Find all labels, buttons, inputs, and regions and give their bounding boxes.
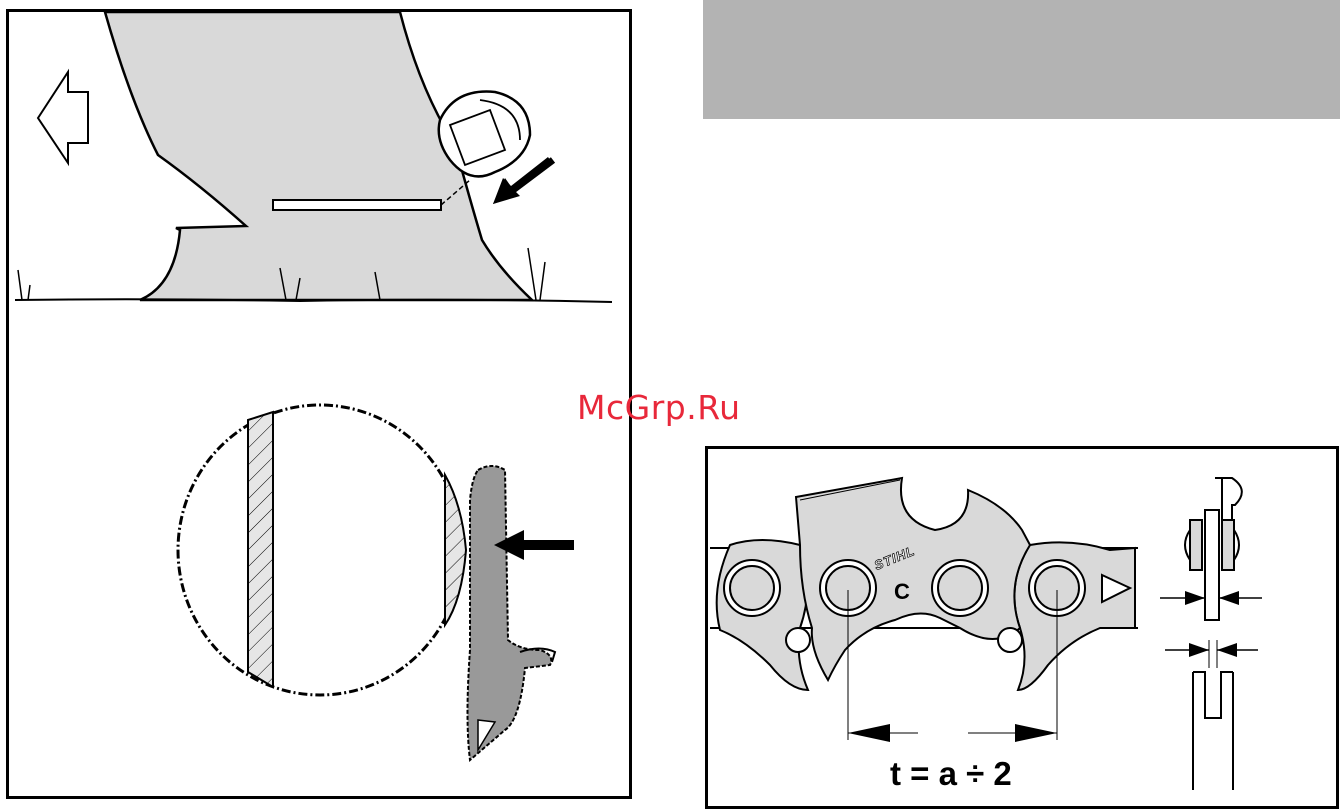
direction-arrow-icon	[38, 72, 88, 163]
pitch-formula: t = a ÷ 2	[890, 755, 1012, 793]
felling-cut	[273, 200, 441, 210]
stump-top-view	[178, 405, 466, 695]
watermark: McGrp.Ru	[577, 388, 741, 427]
chain-code-label: C	[894, 579, 910, 605]
chain-side-view	[1160, 478, 1262, 620]
chainsaw-icon	[468, 466, 556, 760]
saw-chain	[710, 478, 1138, 690]
earmuff-icon	[439, 92, 530, 177]
bar-groove-view	[1165, 640, 1258, 790]
